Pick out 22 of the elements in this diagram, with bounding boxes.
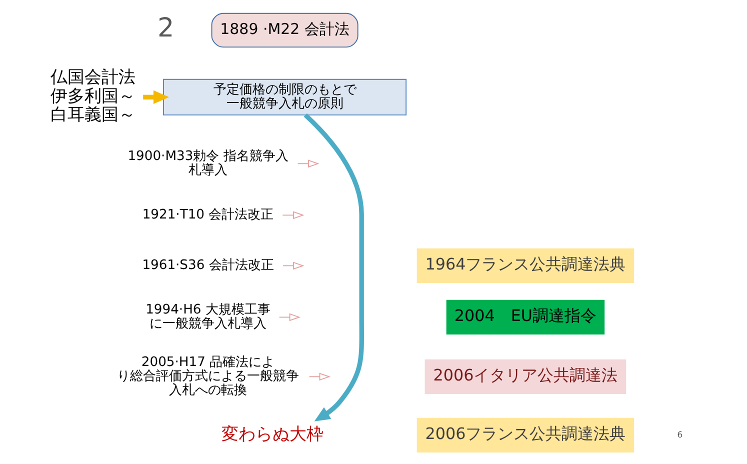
arrow [282,262,304,270]
label: 6 [676,429,682,440]
node-text: 1921·T10 会計法改正 [142,208,274,223]
node-box: 1964フランス公共調達法典 [416,248,634,284]
node-text: 1900·M33勅令 指名競争入札導入 [127,149,288,178]
node-text: 1994·H6 大規模工事に一般競争入札導入 [145,302,270,332]
node-box: 2004 EU調達指令 [446,300,604,335]
label: 2 [157,14,174,44]
node-box: 予定価格の制限のもとで一般競争入札の原則 [162,78,406,116]
node-box: 2006フランス公共調達法典 [416,418,634,453]
node-text: 変わらぬ大枠 [221,423,324,444]
node-text: 仏国会計法伊多利国～白耳義国～ [50,66,135,124]
arrow [303,113,364,422]
node-box: 2006イタリア公共調達法 [424,359,626,394]
arrow [296,160,319,168]
node-text: 2005·H17 品確法により総合評価方式による一般競争入札への転換 [116,355,299,398]
arrow [278,313,300,322]
arrow [308,372,330,381]
arrow [142,90,169,104]
node-text: 1961·S36 会計法改正 [142,258,274,274]
arrow [282,211,304,220]
node-box: 1889 ·M22 会計法 [210,12,358,48]
